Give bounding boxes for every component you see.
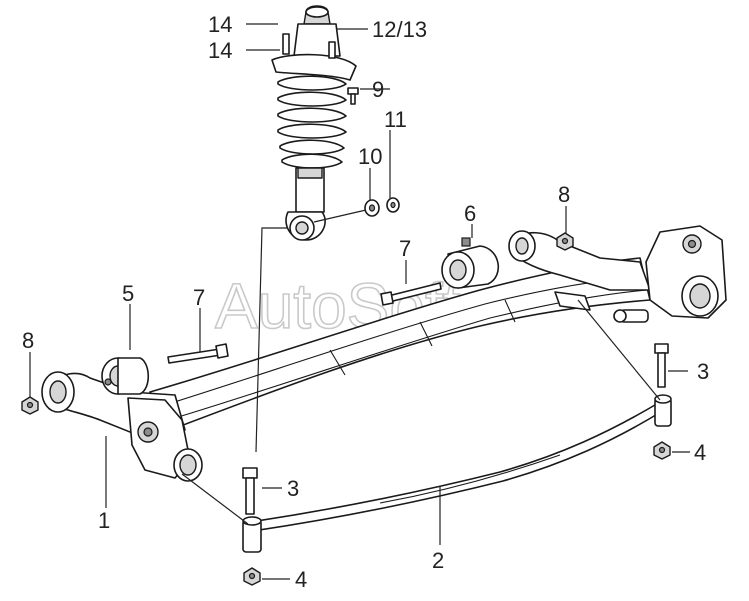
label-11: 11 (384, 107, 407, 132)
label-6: 6 (464, 201, 476, 226)
label-8-left: 8 (22, 328, 34, 353)
rear-axle-beam (41, 225, 727, 482)
label-1: 1 (98, 508, 110, 533)
label-2: 2 (432, 548, 444, 573)
bolt-7-right (380, 282, 442, 306)
nut-8-right (556, 232, 574, 251)
label-4-right: 4 (694, 440, 706, 465)
bolt-7-left (167, 343, 229, 364)
bushing-6 (441, 237, 500, 289)
leader-lines (29, 23, 690, 580)
label-7-right: 7 (399, 236, 411, 261)
label-5: 5 (122, 281, 134, 306)
washer-11 (386, 197, 400, 213)
nut-8-left (21, 396, 39, 415)
stabilizer-bar (242, 394, 672, 553)
nut-4-right (653, 441, 671, 460)
callout-labels: 1 2 3 3 4 4 5 6 7 7 8 8 9 10 11 12/13 14… (22, 12, 709, 592)
nut-4-left (243, 567, 261, 586)
bolt-3-left (242, 467, 258, 515)
label-3-right: 3 (697, 359, 709, 384)
bushing-5 (101, 357, 150, 395)
label-4-left: 4 (295, 567, 307, 592)
coil-spring (277, 75, 347, 169)
bolt-9 (347, 87, 359, 105)
label-14-upper: 14 (208, 12, 232, 37)
label-14-lower: 14 (208, 38, 232, 63)
label-3-left: 3 (287, 476, 299, 501)
label-12-13: 12/13 (372, 17, 427, 42)
label-8-right: 8 (558, 182, 570, 207)
label-9: 9 (372, 77, 384, 102)
washer-10 (364, 199, 380, 217)
bolt-3-right (654, 343, 669, 388)
label-7-left: 7 (193, 285, 205, 310)
shock-absorber-assembly (271, 5, 357, 241)
label-10: 10 (358, 144, 382, 169)
